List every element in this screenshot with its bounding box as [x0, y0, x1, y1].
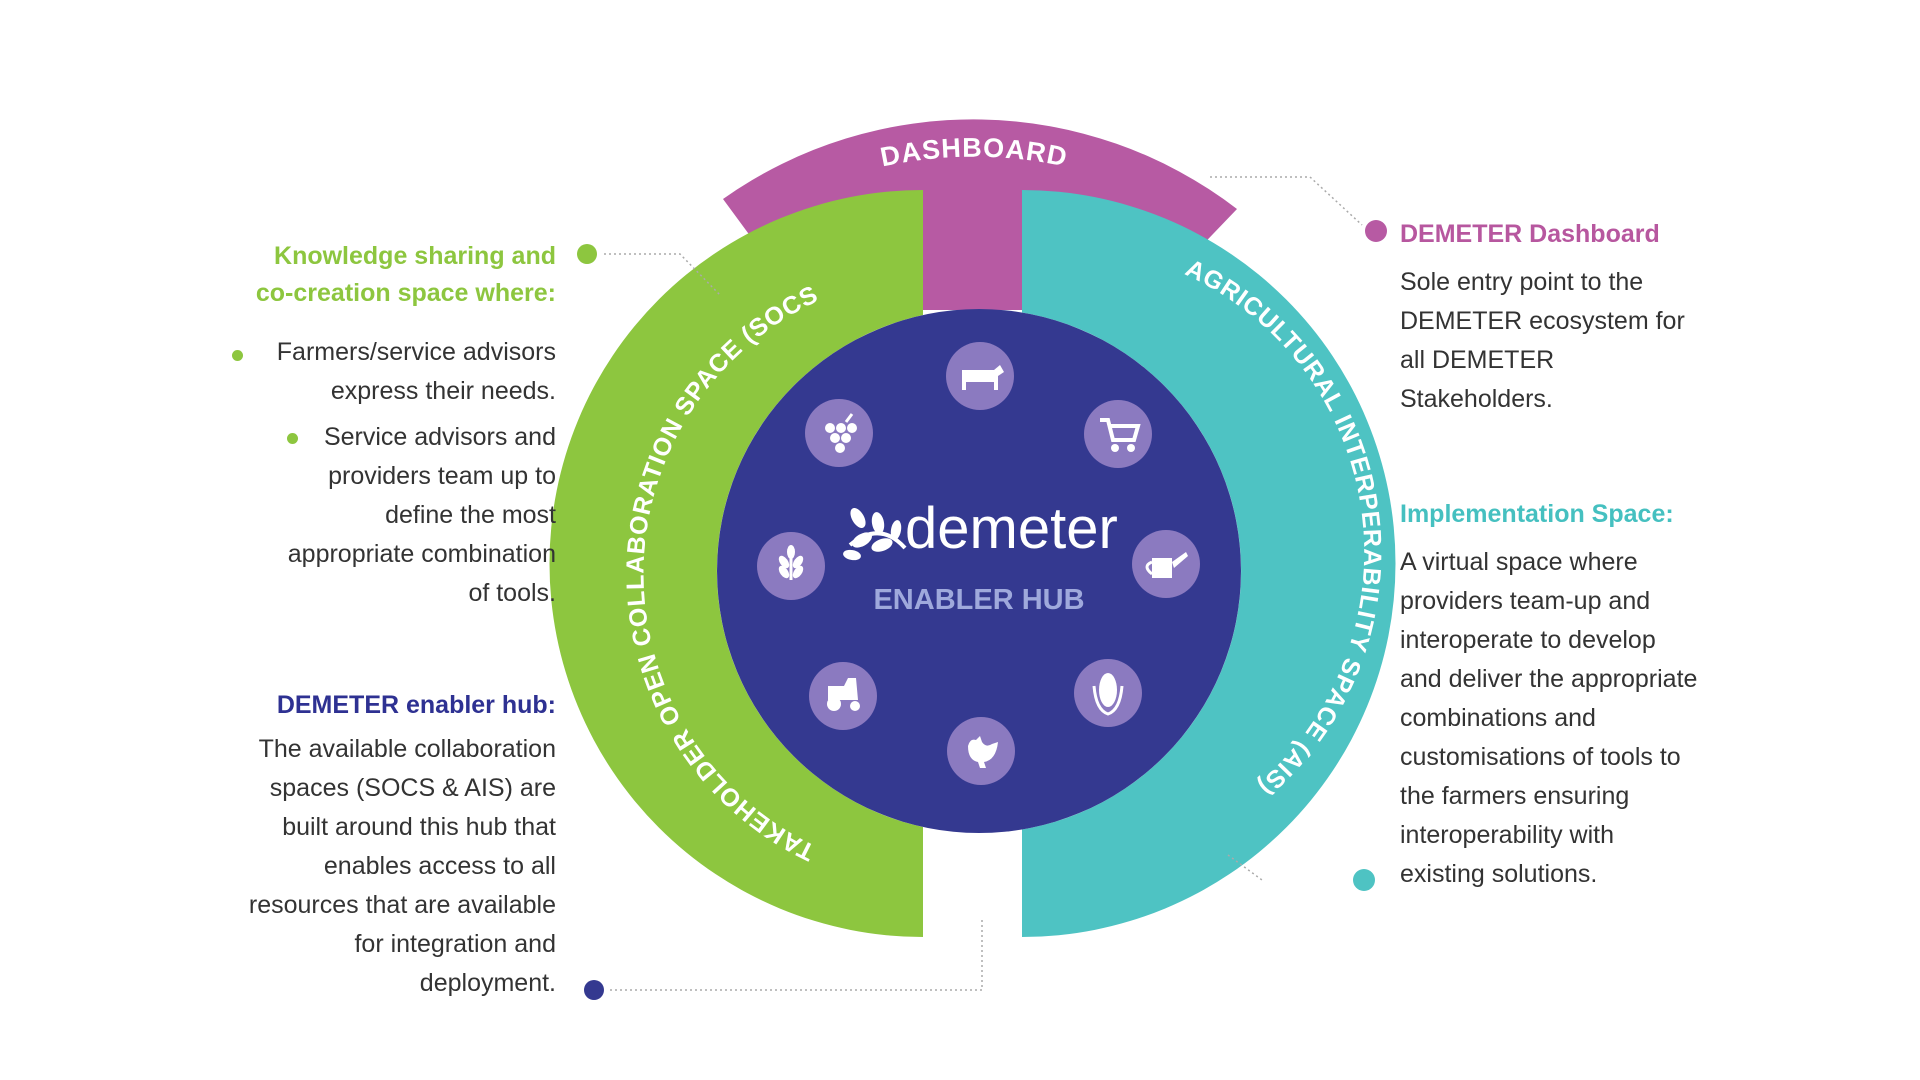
enabler-line: deployment. [419, 969, 556, 997]
enabler-line: for integration and [354, 930, 556, 958]
grapes-icon[interactable] [805, 399, 873, 467]
dashboard-line: Sole entry point to the [1400, 268, 1644, 296]
bullet-1-dot [232, 350, 243, 361]
implementation-line: interoperability with [1400, 821, 1614, 849]
knowledge-heading-line1: Knowledge sharing and [274, 242, 556, 270]
dashboard-panel: DEMETER Dashboard Sole entry point to th… [1400, 216, 1820, 419]
dashboard-heading: DEMETER Dashboard [1400, 220, 1660, 248]
connector-hub [584, 920, 983, 1000]
enabler-line: built around this hub that [282, 813, 556, 841]
implementation-line: and deliver the appropriate [1400, 665, 1698, 693]
knowledge-heading-line2: co-creation space where: [255, 279, 556, 307]
enabler-line: spaces (SOCS & AIS) are [269, 774, 556, 802]
implementation-heading: Implementation Space: [1400, 500, 1674, 528]
chicken-icon[interactable] [947, 717, 1015, 785]
cow-icon[interactable] [946, 342, 1014, 410]
bullet-2-line: Service advisors and [323, 423, 556, 451]
implementation-line: customisations of tools to [1400, 743, 1681, 771]
bullet-2-line: define the most [385, 501, 556, 529]
implementation-line: interoperate to develop [1400, 626, 1656, 654]
knowledge-bullet-2: Service advisors and providers team up t… [170, 418, 556, 613]
enabler-line: enables access to all [323, 852, 556, 880]
cart-icon[interactable] [1084, 400, 1152, 468]
dashboard-body: Sole entry point to the DEMETER ecosyste… [1400, 263, 1820, 419]
logo-text: demeter [905, 496, 1118, 561]
bullet-2-line: of tools. [468, 579, 556, 607]
ais-ring[interactable] [717, 190, 1396, 937]
implementation-line: the farmers ensuring [1400, 782, 1630, 810]
connector-dashboard [1210, 176, 1387, 242]
corn-icon[interactable] [1074, 659, 1142, 727]
enabler-line: The available collaboration [258, 735, 556, 763]
demeter-logo: demeter [843, 496, 1118, 561]
dashboard-line: all DEMETER [1400, 346, 1555, 374]
implementation-body: A virtual space where providers team-up … [1400, 543, 1840, 894]
implementation-panel: Implementation Space: A virtual space wh… [1400, 496, 1840, 894]
implementation-line: providers team-up and [1400, 587, 1651, 615]
knowledge-bullet-1: Farmers/service advisors express their n… [170, 333, 556, 411]
watering-can-icon[interactable] [1132, 530, 1200, 598]
knowledge-sharing-panel: Knowledge sharing and co-creation space … [170, 238, 556, 312]
bullet-1-line: express their needs. [330, 377, 556, 405]
tractor-icon[interactable] [809, 662, 877, 730]
dashboard-line: Stakeholders. [1400, 385, 1553, 413]
bullet-2-line: appropriate combination [287, 540, 556, 568]
bullet-1-line: Farmers/service advisors [276, 338, 556, 366]
wheat-icon[interactable] [757, 532, 825, 600]
dashboard-line: DEMETER ecosystem for [1400, 307, 1685, 335]
enabler-hub-body: The available collaboration spaces (SOCS… [170, 730, 556, 1003]
hub-subtitle: ENABLER HUB [873, 584, 1084, 616]
enabler-line: resources that are available [248, 891, 556, 919]
connector-implementation [1227, 854, 1375, 891]
bullet-2-dot [287, 433, 298, 444]
enabler-hub-heading: DEMETER enabler hub: [276, 691, 556, 719]
connector-knowledge [577, 244, 721, 296]
implementation-line: A virtual space where [1400, 548, 1638, 576]
enabler-hub-panel: DEMETER enabler hub: The available colla… [170, 687, 556, 1003]
implementation-line: existing solutions. [1400, 860, 1598, 888]
leaf-icon [843, 508, 907, 561]
implementation-line: combinations and [1400, 704, 1596, 732]
socs-ring[interactable] [549, 190, 1241, 937]
bullet-2-line: providers team up to [328, 462, 556, 490]
